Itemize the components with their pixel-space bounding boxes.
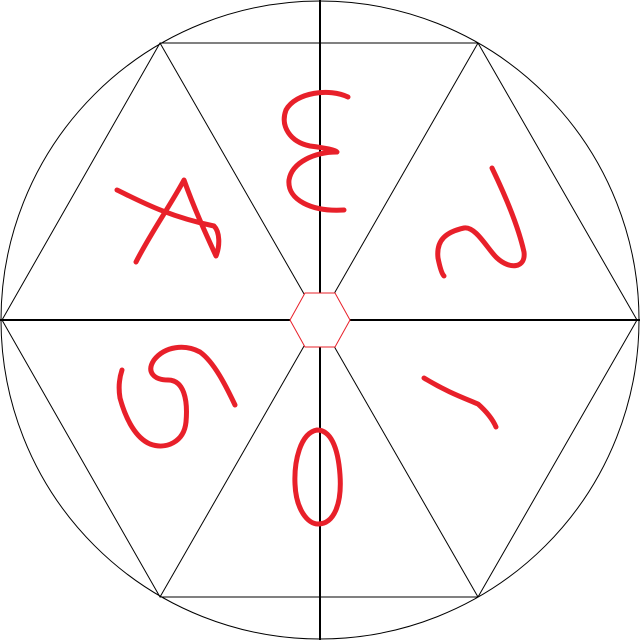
digit-1	[421, 375, 499, 430]
digit-group	[114, 89, 527, 527]
digit-5	[116, 344, 238, 449]
digit-4	[114, 177, 222, 265]
center-hexagon	[289, 292, 351, 348]
digit-3	[281, 89, 351, 213]
digit-0	[292, 427, 343, 527]
digit-2	[435, 165, 527, 279]
